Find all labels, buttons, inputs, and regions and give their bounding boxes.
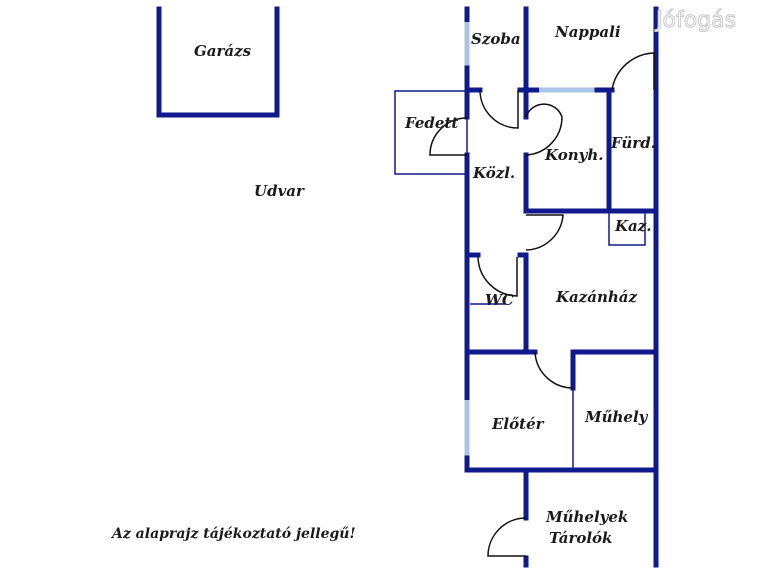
label-wc: WC xyxy=(485,291,514,309)
label-living: Nappali xyxy=(554,23,621,41)
disclaimer-note: Az alaprajz tájékoztató jellegű! xyxy=(110,526,356,542)
covered-area-outline xyxy=(394,90,468,175)
garage-walls xyxy=(156,6,280,118)
label-yard: Udvar xyxy=(254,182,305,200)
label-corridor: Közl. xyxy=(472,164,515,182)
label-workshops: Műhelyek xyxy=(545,508,628,526)
label-covered: Fedett xyxy=(404,114,458,132)
house-walls xyxy=(464,6,659,568)
label-room: Szoba xyxy=(471,30,521,48)
label-kitchen: Konyh. xyxy=(544,146,603,164)
doors xyxy=(429,52,655,557)
label-storage: Tárolók xyxy=(549,529,612,547)
label-boiler-small: Kaz. xyxy=(614,217,652,235)
boiler-box xyxy=(608,210,646,246)
label-workshop: Műhely xyxy=(584,408,649,426)
watermark-logo: Jófogás xyxy=(654,8,736,33)
label-garage: Garázs xyxy=(194,42,252,60)
label-hall: Előtér xyxy=(491,415,545,433)
label-boiler-room: Kazánház xyxy=(555,288,638,306)
label-bath: Fürd. xyxy=(610,134,656,152)
